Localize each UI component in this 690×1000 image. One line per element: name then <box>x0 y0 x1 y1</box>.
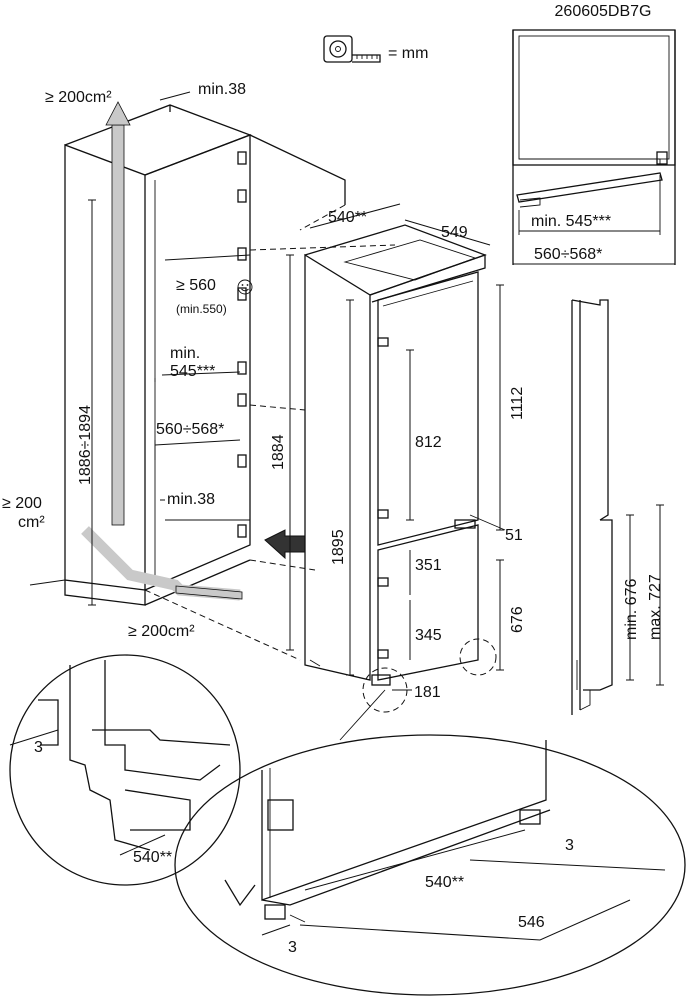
upper-inner-812: 812 <box>415 434 442 451</box>
appliance-dimensions <box>286 203 504 691</box>
detail-bottom-gap-right: 3 <box>565 837 574 854</box>
width-range-label: 560÷568* <box>156 421 224 438</box>
detail-circle-left <box>362 667 408 713</box>
vent-arrow-up <box>105 101 131 526</box>
detail-left-drawing <box>9 654 241 886</box>
top-view-drawing <box>512 29 676 265</box>
diagram-code: 260605DB7G <box>555 3 652 20</box>
upper-door-1112: 1112 <box>509 387 526 420</box>
depth-min-label: ≥ 560 <box>176 277 216 294</box>
appliance-depth-label: 549 <box>441 224 468 241</box>
niche-dimensions <box>88 91 251 606</box>
detail-bottom-gap-left: 3 <box>288 939 297 956</box>
top-view-width-min: min. 545*** <box>531 213 611 230</box>
gap-top-label: min.38 <box>198 81 246 98</box>
total-height-1895: 1895 <box>330 529 347 565</box>
side-view-drawing <box>571 299 664 715</box>
detail-bottom-drawing <box>174 689 686 996</box>
bottom-181-label: 181 <box>414 684 441 701</box>
appliance-drawing <box>304 224 506 686</box>
insert-arrow <box>264 529 306 560</box>
smiley-icon <box>237 279 253 295</box>
lower-676-label: 676 <box>509 606 526 633</box>
niche-drawing <box>29 104 396 661</box>
detail-bottom-width-540: 540** <box>425 874 464 891</box>
vent-bottom-label: ≥ 200cm² <box>128 623 195 640</box>
tape-measure-icon <box>323 35 381 63</box>
side-min-height: min. 676 <box>623 579 640 640</box>
vent-arrow-bottom <box>81 526 243 601</box>
lower-351-label: 351 <box>415 557 442 574</box>
gap-51-label: 51 <box>505 527 523 544</box>
unit-legend-text: = mm <box>388 45 428 62</box>
vent-left-label-2: cm² <box>18 514 45 531</box>
niche-height-label: 1886÷1894 <box>77 405 94 485</box>
detail-left-width: 540** <box>133 849 172 866</box>
lower-345-label: 345 <box>415 627 442 644</box>
gap-bottom-label: min.38 <box>167 491 215 508</box>
vent-top-label: ≥ 200cm² <box>45 89 112 106</box>
top-view-width-range: 560÷568* <box>534 246 602 263</box>
width-min-value: 545*** <box>170 363 215 380</box>
detail-left-gap: 3 <box>34 739 43 756</box>
side-max-height: max. 727 <box>647 574 664 640</box>
detail-bottom-width-546: 546 <box>518 914 545 931</box>
vent-left-label-1: ≥ 200 <box>2 495 42 512</box>
detail-circle-right <box>459 638 497 676</box>
niche-height-1884: 1884 <box>270 434 287 470</box>
depth-min-note: (min.550) <box>176 302 227 316</box>
appliance-width-label: 540** <box>328 209 367 226</box>
width-min-label: min. <box>170 345 200 362</box>
